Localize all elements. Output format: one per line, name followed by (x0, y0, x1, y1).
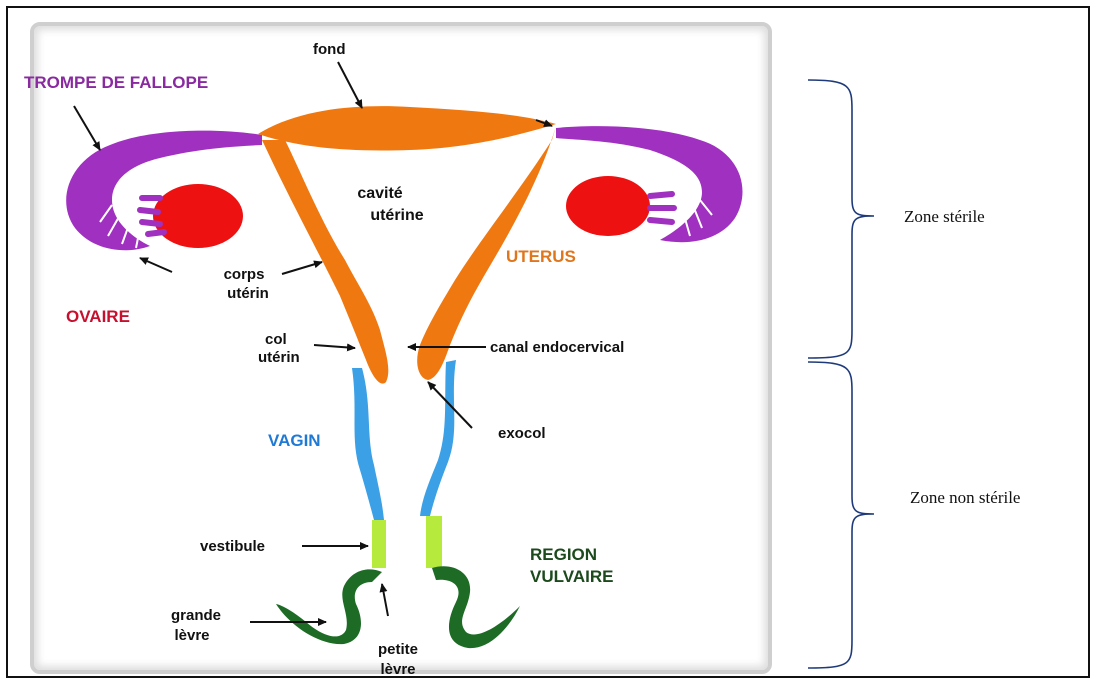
label-grande-2: lèvre (174, 627, 209, 644)
label-region-1: REGION (530, 545, 597, 564)
uterine-fundus (258, 106, 556, 150)
brace-non-sterile (808, 362, 874, 668)
vagina-wall-right (420, 360, 456, 516)
label-uterus: UTERUS (506, 247, 576, 266)
ovary-right (566, 176, 674, 236)
vestibule-right (426, 516, 442, 568)
label-trompe: TROMPE DE FALLOPE (24, 73, 208, 92)
label-col-1: col (265, 331, 287, 348)
vestibule-left (372, 520, 386, 568)
label-petite-2: lèvre (380, 661, 415, 678)
labia-left (276, 569, 382, 644)
label-region-2: VULVAIRE (530, 567, 613, 586)
label-exocol: exocol (498, 425, 546, 442)
ovary-left (140, 184, 243, 248)
brace-sterile (808, 80, 874, 358)
label-cavite-1: cavité (357, 185, 402, 202)
label-grande-1: grande (171, 607, 221, 624)
label-fond: fond (313, 41, 345, 58)
zone-non-sterile-label: Zone non stérile (910, 488, 1020, 507)
label-vestibule: vestibule (200, 538, 265, 555)
zone-sterile-label: Zone stérile (904, 207, 985, 226)
label-cavite-2: utérine (370, 207, 423, 224)
vagina-wall-left (352, 368, 384, 520)
label-canal: canal endocervical (490, 339, 624, 356)
label-ovaire: OVAIRE (66, 307, 130, 326)
label-corps-1: corps (224, 266, 265, 283)
label-petite-1: petite (378, 641, 418, 658)
label-vagin: VAGIN (268, 431, 321, 450)
label-col-2: utérin (258, 349, 300, 366)
label-corps-2: utérin (227, 285, 269, 302)
labia-right (432, 566, 520, 648)
